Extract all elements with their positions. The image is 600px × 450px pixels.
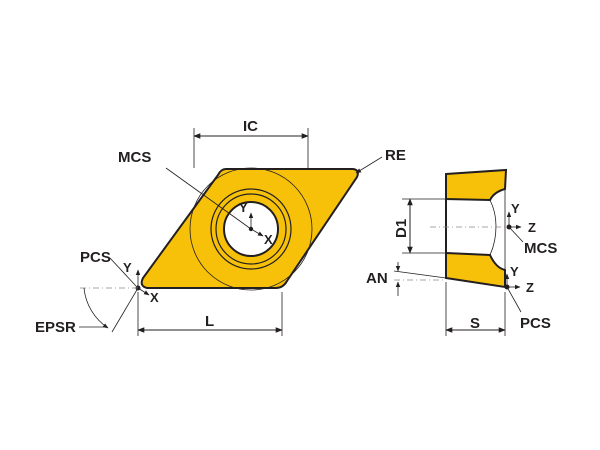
label-pcs-left: PCS xyxy=(80,249,111,266)
label-mcs-left: MCS xyxy=(118,149,151,166)
label-y-pcs-right: Y xyxy=(510,264,519,279)
countersink-outer xyxy=(210,188,292,270)
label-x-pcs-left: X xyxy=(150,290,159,305)
label-pcs-right: PCS xyxy=(520,315,551,332)
top-view xyxy=(79,128,383,336)
label-mcs-right: MCS xyxy=(524,240,557,257)
side-section-top xyxy=(445,168,508,202)
inscribed-circle xyxy=(189,167,313,291)
label-an: AN xyxy=(366,270,388,287)
label-z-pcs-right: Z xyxy=(526,280,534,295)
side-view xyxy=(393,168,524,336)
label-y-pcs-left: Y xyxy=(123,260,132,275)
label-l: L xyxy=(205,313,214,330)
label-y-center: Y xyxy=(239,200,248,215)
label-ic: IC xyxy=(243,118,258,135)
label-y-mcs-right: Y xyxy=(511,201,520,216)
label-d1: D1 xyxy=(393,219,410,238)
label-epsr: EPSR xyxy=(35,319,76,336)
label-z-mcs-right: Z xyxy=(528,220,536,235)
label-s: S xyxy=(470,315,480,332)
label-re: RE xyxy=(385,147,406,164)
side-section-bottom xyxy=(445,251,506,289)
label-x-center: X xyxy=(264,232,273,247)
countersink-inner xyxy=(215,193,287,265)
